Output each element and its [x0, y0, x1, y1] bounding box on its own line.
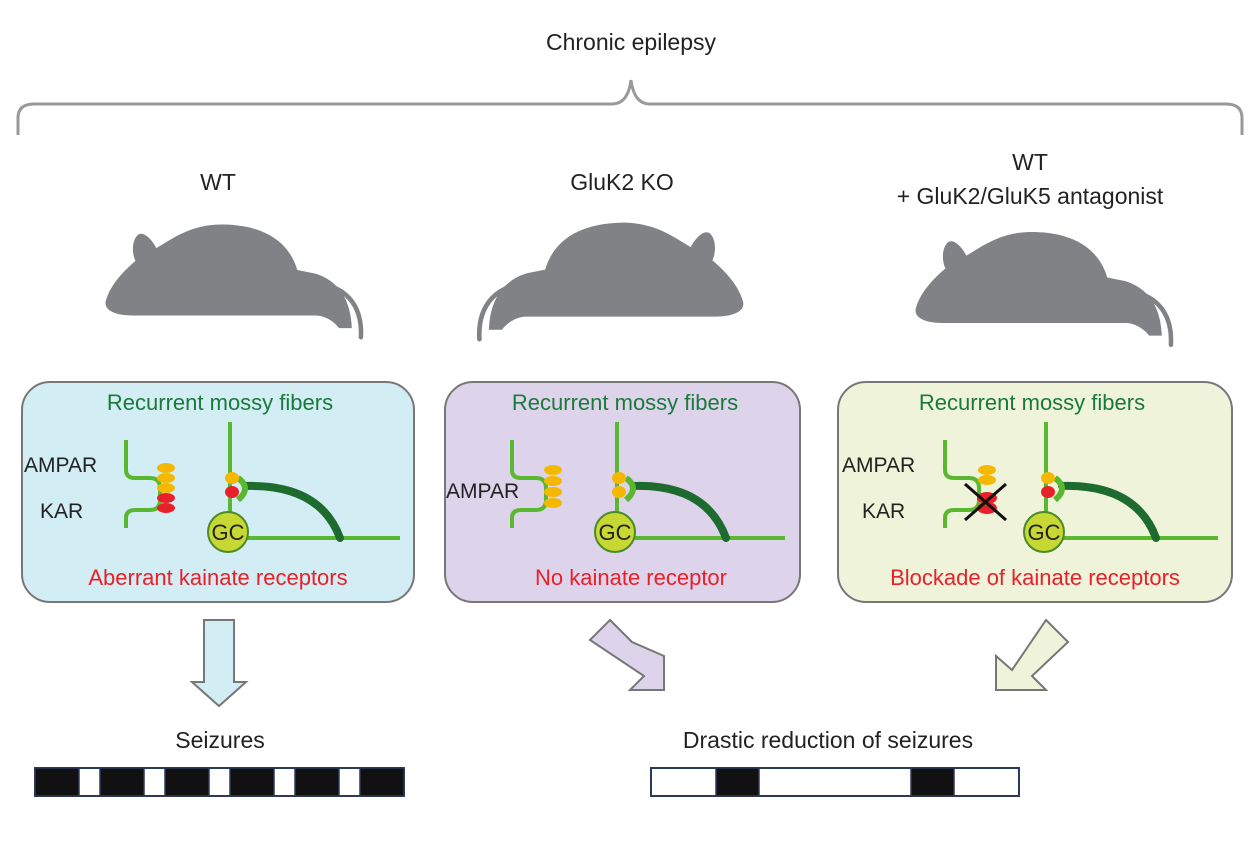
diagonal-arrow-icon	[995, 618, 1070, 691]
seizure-block	[99, 767, 145, 797]
gc-label: GC	[1028, 520, 1061, 545]
panel-ko: Recurrent mossy fibers AMPAR GC No kaina…	[444, 381, 801, 603]
page-title: Chronic epilepsy	[546, 29, 717, 55]
outcome-label-seizures: Seizures	[175, 727, 264, 753]
down-arrow-icon	[189, 619, 249, 708]
diagonal-arrow-icon	[588, 618, 665, 691]
cross-icon	[964, 482, 1007, 522]
ampar-label: AMPAR	[24, 454, 97, 477]
reduction-bar	[650, 767, 1020, 797]
panel-caption: No kainate receptor	[535, 565, 727, 590]
bar-outline	[650, 767, 1020, 797]
panel-caption: Aberrant kainate receptors	[88, 565, 347, 590]
gc-label: GC	[212, 520, 245, 545]
seizure-block	[229, 767, 275, 797]
panel-caption: Blockade of kainate receptors	[890, 565, 1180, 590]
ampar-label: AMPAR	[842, 454, 915, 477]
seizure-block	[359, 767, 405, 797]
outcome-label-reduction: Drastic reduction of seizures	[683, 727, 973, 753]
kar-label: KAR	[862, 500, 905, 523]
header-antag-line2: + GluK2/GluK5 antagonist	[897, 183, 1164, 209]
panel-title: Recurrent mossy fibers	[512, 390, 738, 415]
ampar-label: AMPAR	[446, 480, 519, 503]
brace-icon	[16, 79, 1244, 135]
mouse-icon	[479, 223, 743, 340]
panel-wt: Recurrent mossy fibers AMPAR KAR GC Aber…	[21, 381, 415, 603]
seizure-block	[34, 767, 80, 797]
seizure-block	[910, 767, 955, 797]
seizure-block	[164, 767, 210, 797]
seizure-bar	[34, 767, 405, 797]
header-ko: GluK2 KO	[570, 169, 674, 195]
mouse-icon	[105, 225, 361, 338]
panel-title: Recurrent mossy fibers	[919, 390, 1145, 415]
bar-outline	[34, 767, 405, 797]
panel-title: Recurrent mossy fibers	[107, 390, 333, 415]
kar-label: KAR	[40, 500, 83, 523]
header-antag-line1: WT	[1012, 149, 1048, 175]
panel-antag: Recurrent mossy fibers AMPAR KAR GC Bloc…	[837, 381, 1233, 603]
seizure-block	[294, 767, 340, 797]
mouse-icon	[915, 232, 1171, 345]
gc-label: GC	[599, 520, 632, 545]
header-wt: WT	[200, 169, 236, 195]
seizure-block	[715, 767, 760, 797]
